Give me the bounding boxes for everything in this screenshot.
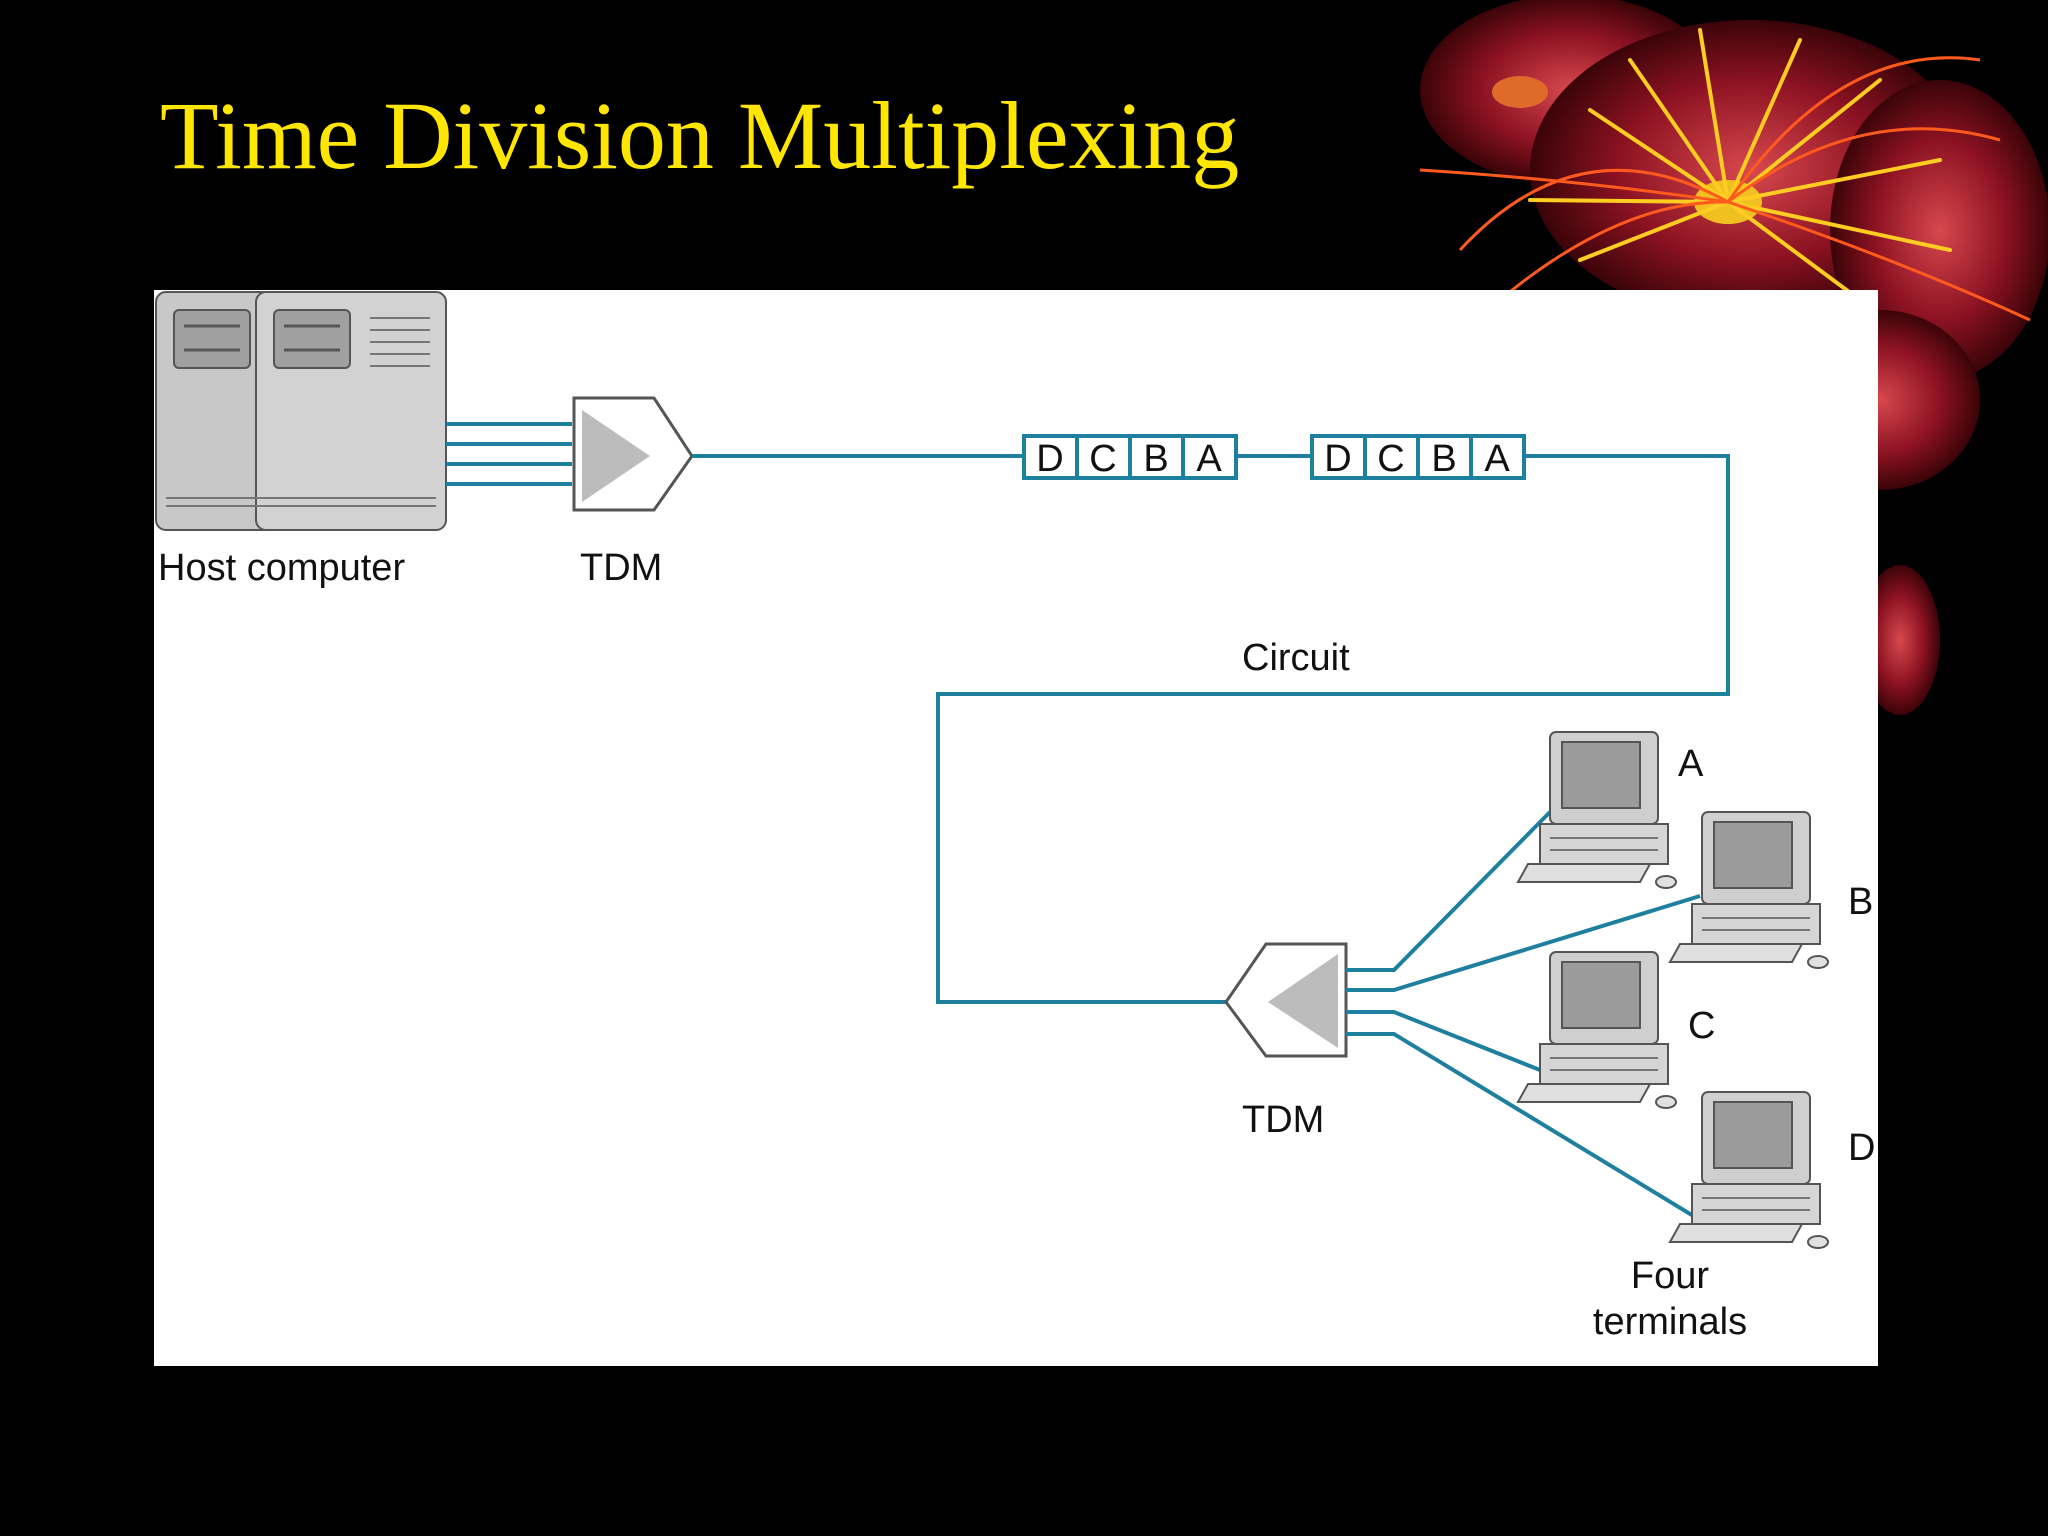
- demux-label: TDM: [1242, 1099, 1324, 1141]
- terminals-label-line1: Four: [1631, 1255, 1709, 1297]
- host-computer-server-icon: [155, 291, 447, 531]
- frame-2-slot-3: B: [1431, 438, 1456, 480]
- terminal-d-label: D: [1848, 1127, 1875, 1169]
- demultiplexer-icon: [1224, 942, 1348, 1058]
- slide-title: Time Division Multiplexing: [160, 82, 1240, 189]
- frame-1-slot-4: A: [1196, 438, 1222, 480]
- frame-2-slot-2: C: [1377, 438, 1404, 480]
- terminal-c-label: C: [1688, 1005, 1715, 1047]
- terminal-c-computer-icon: [1516, 951, 1677, 1109]
- frame-2-slot-4: A: [1484, 438, 1510, 480]
- mux-label: TDM: [580, 547, 662, 589]
- terminal-d-computer-icon: [1668, 1091, 1829, 1249]
- terminal-a-label: A: [1678, 743, 1704, 785]
- frame-1-slot-3: B: [1143, 438, 1168, 480]
- circuit-line: [692, 454, 1730, 1004]
- frame-1-slot-1: D: [1036, 438, 1063, 480]
- terminal-b-label: B: [1848, 881, 1873, 923]
- terminals-label-line2: terminals: [1593, 1301, 1747, 1343]
- multiplexer-icon: [572, 396, 694, 512]
- frame-1: D C B A: [1022, 434, 1238, 480]
- circuit-label: Circuit: [1242, 637, 1350, 679]
- frame-2-slot-1: D: [1324, 438, 1351, 480]
- terminal-a-computer-icon: [1516, 731, 1677, 889]
- frame-2: D C B A: [1310, 434, 1526, 480]
- terminal-b-computer-icon: [1668, 811, 1829, 969]
- host-computer-label: Host computer: [158, 547, 405, 589]
- frame-1-slot-2: C: [1089, 438, 1116, 480]
- tdm-diagram: D C B A D C B A: [154, 290, 1878, 1366]
